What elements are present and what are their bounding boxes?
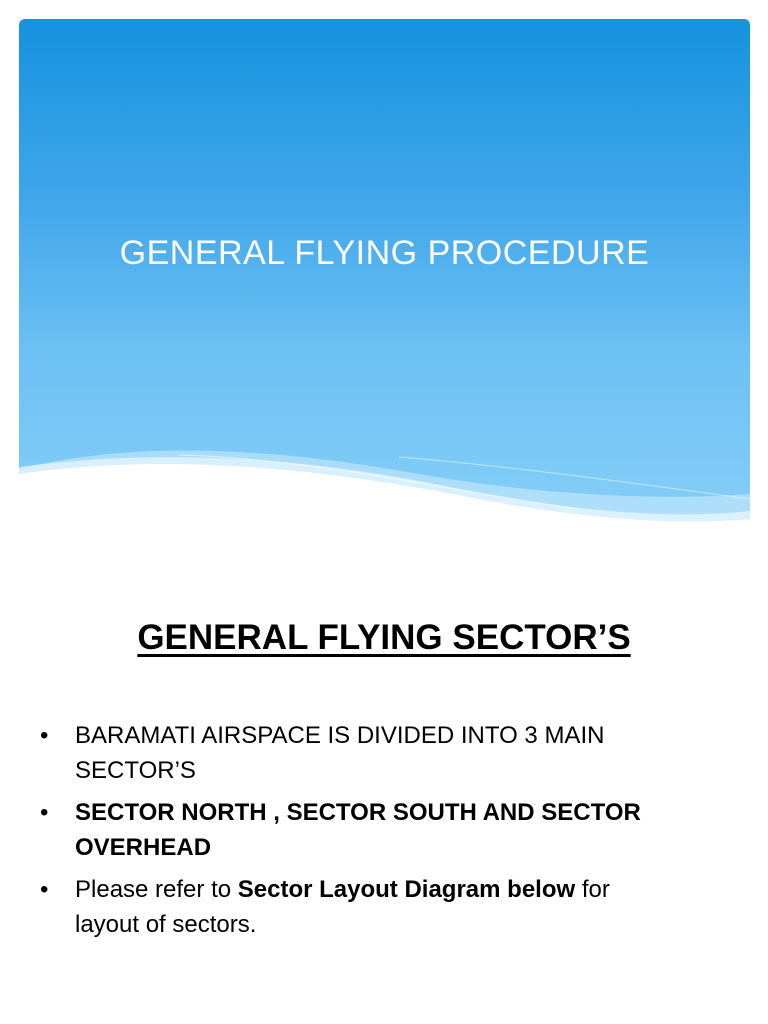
bullet-text-bold: Sector Layout Diagram below [237,876,576,903]
bullet-text-pre: Please refer to [75,876,238,903]
bullet-icon: • [40,722,49,749]
bullet-text-post: for layout of sectors. [75,876,610,938]
bullet-text: BARAMATI AIRSPACE IS DIVIDED INTO 3 MAIN… [75,722,605,784]
bullet-icon: • [40,876,49,903]
section-heading: GENERAL FLYING SECTOR’S [137,618,631,657]
wave-decoration [19,450,750,527]
bullet-text: SECTOR NORTH , SECTOR SOUTH AND SECTOR O… [75,799,641,861]
bullet-icon: • [40,799,49,826]
bullet-item-airspace: • BARAMATI AIRSPACE IS DIVIDED INTO 3 MA… [40,718,680,788]
title-slide: GENERAL FLYING PROCEDURE [19,19,750,527]
bullet-item-diagram-ref: • Please refer to Sector Layout Diagram … [40,872,680,942]
bullet-list: • BARAMATI AIRSPACE IS DIVIDED INTO 3 MA… [40,718,680,949]
content-slide: GENERAL FLYING SECTOR’S • BARAMATI AIRSP… [0,590,768,1010]
bullet-item-sectors: • SECTOR NORTH , SECTOR SOUTH AND SECTOR… [40,795,680,865]
slide-title: GENERAL FLYING PROCEDURE [119,234,650,272]
